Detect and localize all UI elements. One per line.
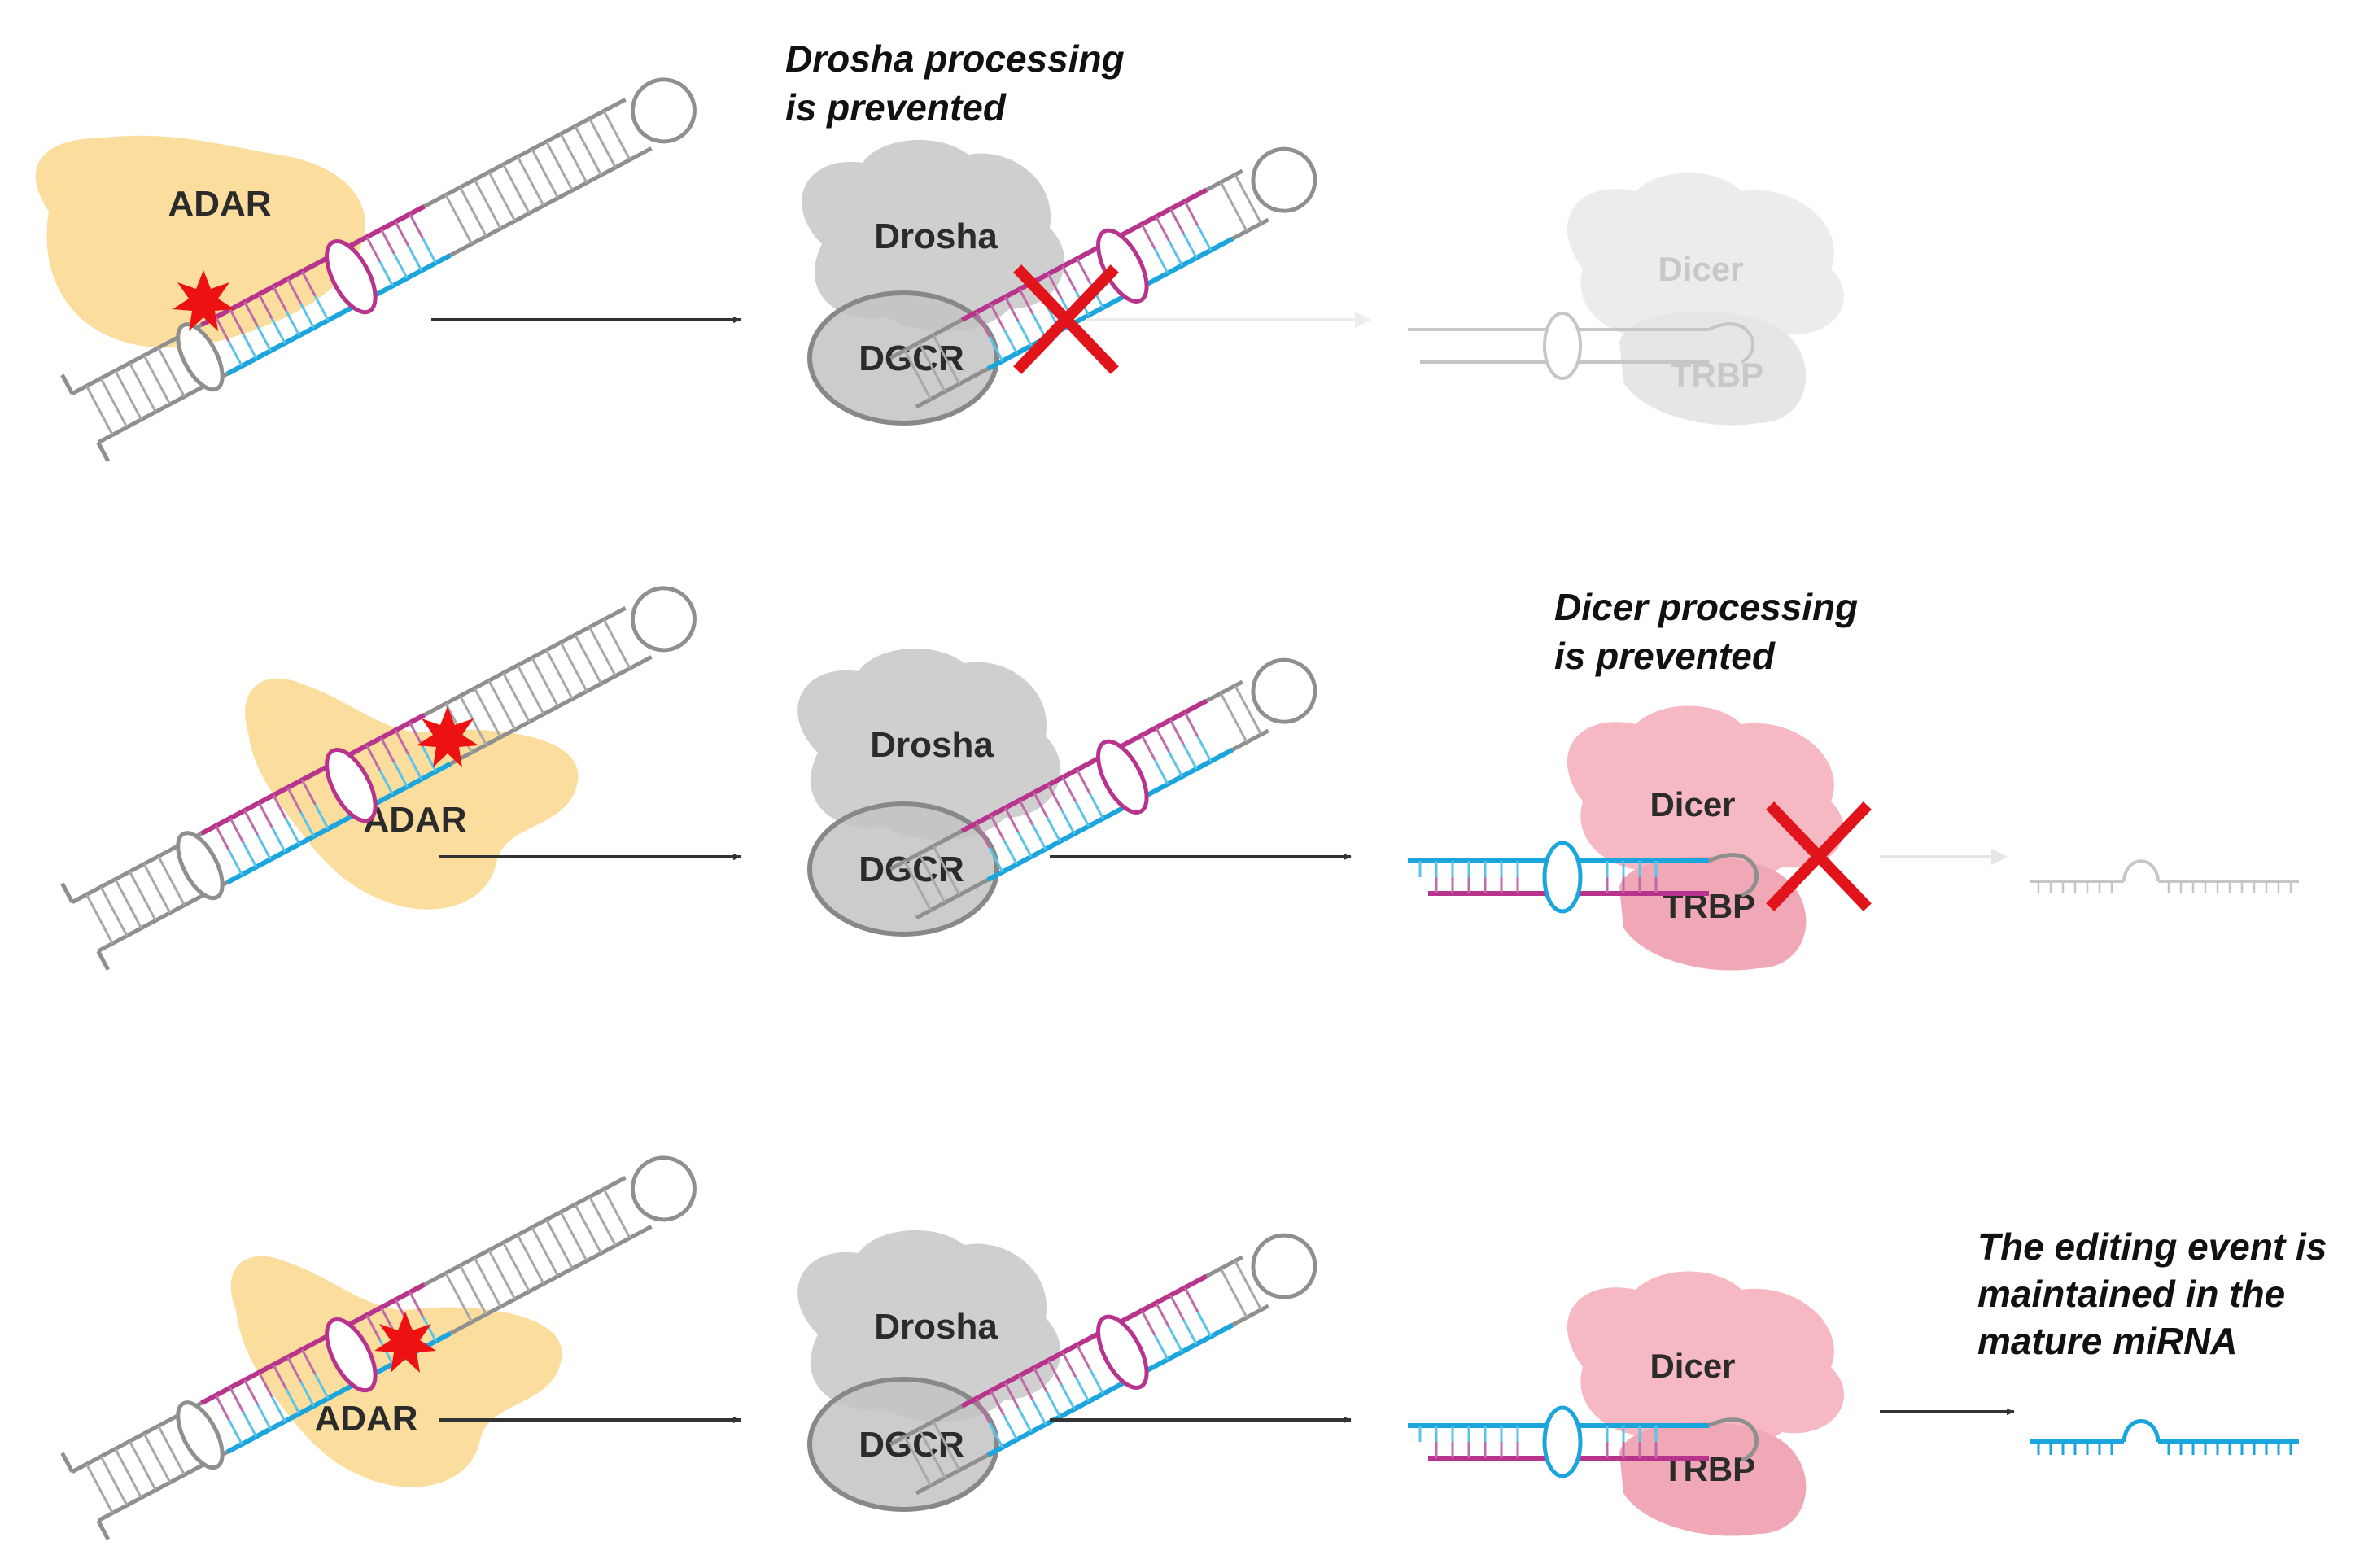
drosha-label: Drosha xyxy=(874,216,998,256)
drosha-enzyme xyxy=(797,1230,1061,1422)
pre-mirna-duplex xyxy=(1408,312,1755,380)
caption-drosha-prevented-line1: Drosha processing xyxy=(785,37,1125,80)
adar-label: ADAR xyxy=(168,184,271,224)
row-1-drosha-blocked: ADAR Drosha proces xyxy=(35,37,1845,462)
trbp-subunit xyxy=(1619,1422,1807,1536)
adar-label: ADAR xyxy=(314,1399,417,1439)
arrow-icon xyxy=(1355,312,1371,328)
pri-mirna-hairpin xyxy=(889,1233,1317,1496)
arrow-icon xyxy=(1991,849,2008,865)
block-cross-icon xyxy=(1766,801,1872,911)
dicer-label: Dicer xyxy=(1658,250,1743,288)
mature-mirna xyxy=(2030,1419,2299,1455)
pri-mirna-hairpin xyxy=(889,657,1317,920)
block-cross-icon xyxy=(1013,264,1119,374)
adar-enzyme xyxy=(230,1256,562,1487)
drosha-label: Drosha xyxy=(870,725,994,765)
row-3-editing-maintained: ADAR Drosha xyxy=(60,1155,2327,1540)
caption-dicer-prevented-line2: is prevented xyxy=(1554,635,1776,677)
trbp-subunit xyxy=(1619,311,1807,426)
editing-star-icon xyxy=(374,1312,436,1373)
caption-maintained-line2: maintained in the xyxy=(1977,1273,2285,1315)
dicer-label: Dicer xyxy=(1650,785,1735,823)
pri-mirna-hairpin xyxy=(60,1155,697,1540)
caption-maintained-line3: mature miRNA xyxy=(1977,1320,2238,1362)
pri-mirna-hairpin xyxy=(60,586,697,971)
caption-drosha-prevented-line2: is prevented xyxy=(785,86,1007,129)
trbp-subunit xyxy=(1619,856,1807,971)
adar-label: ADAR xyxy=(363,800,466,840)
adar-enzyme xyxy=(245,678,579,910)
dicer-enzyme xyxy=(1567,705,1845,884)
caption-maintained-line1: The editing event is xyxy=(1977,1225,2327,1268)
pri-mirna-hairpin xyxy=(889,146,1317,409)
caption-dicer-prevented-line1: Dicer processing xyxy=(1554,586,1858,628)
mature-mirna-faint xyxy=(2030,859,2299,893)
dicer-enzyme xyxy=(1567,173,1845,352)
drosha-enzyme xyxy=(802,139,1065,332)
dicer-enzyme xyxy=(1567,1271,1845,1450)
drosha-label: Drosha xyxy=(874,1307,998,1347)
dicer-complex-faint: Dicer TRBP xyxy=(1408,173,1845,426)
dicer-complex: Dicer TRBP xyxy=(1408,1271,1845,1536)
row-2-dicer-blocked: ADAR Drosha xyxy=(60,586,2299,971)
adar-enzyme xyxy=(35,135,365,348)
pre-mirna-duplex xyxy=(1408,841,1759,914)
dicer-label: Dicer xyxy=(1650,1347,1735,1385)
pre-mirna-duplex xyxy=(1408,1405,1759,1478)
editing-star-icon xyxy=(417,706,478,767)
editing-star-icon xyxy=(173,270,234,331)
drosha-enzyme xyxy=(797,648,1061,841)
dicer-complex: Dicer TRBP xyxy=(1408,705,1845,971)
pri-mirna-hairpin xyxy=(60,77,697,462)
